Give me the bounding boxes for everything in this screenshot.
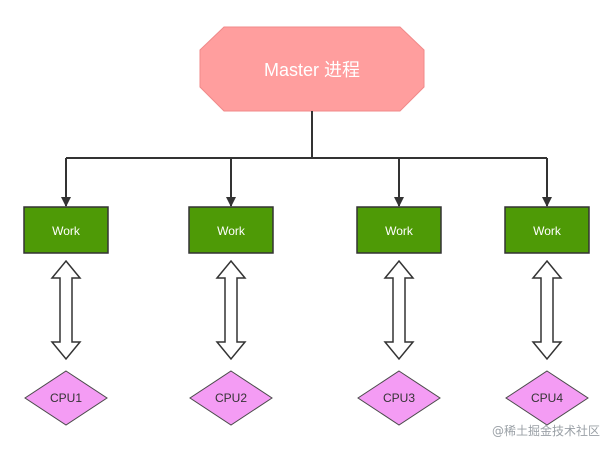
work-node-3: [356, 206, 442, 254]
double-arrow-2-icon: [215, 259, 247, 361]
master-label: Master 进程: [264, 60, 360, 80]
double-arrow-1-icon: [50, 259, 82, 361]
worker-branch-3: Work CPU3: [356, 158, 442, 426]
double-arrow-3-icon: [383, 259, 415, 361]
double-arrow-4-icon: [531, 259, 563, 361]
watermark-text: @稀土掘金技术社区: [491, 424, 600, 438]
cpu-node-1: [24, 370, 108, 426]
cpu-node-3: [357, 370, 441, 426]
work-label-4: Work: [533, 224, 562, 238]
worker-branch-4: Work CPU4: [504, 158, 590, 426]
work-node-4: [504, 206, 590, 254]
work-node-1: [23, 206, 109, 254]
cpu-node-4: [505, 370, 589, 426]
work-label-3: Work: [385, 224, 414, 238]
worker-branch-1: Work CPU1: [23, 158, 109, 426]
work-label-2: Work: [217, 224, 246, 238]
master-node: [199, 26, 425, 112]
work-node-2: [188, 206, 274, 254]
cpu-label-4: CPU4: [531, 391, 563, 405]
work-label-1: Work: [52, 224, 81, 238]
cpu-label-2: CPU2: [215, 391, 247, 405]
cpu-node-2: [189, 370, 273, 426]
cpu-label-1: CPU1: [50, 391, 82, 405]
worker-branch-2: Work CPU2: [188, 158, 274, 426]
cpu-label-3: CPU3: [383, 391, 415, 405]
